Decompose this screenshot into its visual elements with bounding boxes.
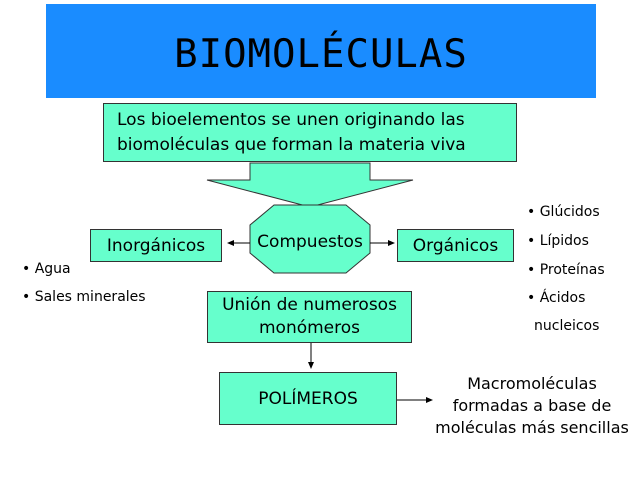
macro-line-2: formadas a base de: [452, 396, 612, 415]
organicos-label: Orgánicos: [412, 235, 499, 256]
intro-box: Los bioelementos se unen originando las …: [103, 103, 517, 162]
intro-line-2: biomoléculas que forman la materia viva: [117, 134, 466, 155]
macro-line-1: Macromoléculas: [467, 374, 597, 393]
union-box: Unión de numerosos monómeros: [207, 291, 412, 343]
compuestos-octagon: [249, 204, 371, 274]
big-down-arrow: [206, 162, 414, 208]
title-bar: [46, 4, 596, 98]
union-line-2: monómeros: [258, 318, 361, 338]
union-line-1: Unión de numerosos: [222, 295, 397, 315]
inorganicos-item: • Sales minerales: [22, 289, 146, 305]
organicos-item: • Glúcidos: [527, 204, 600, 220]
polimeros-box: POLÍMEROS: [219, 372, 397, 425]
compuestos-label: Compuestos: [257, 232, 363, 252]
organicos-box: Orgánicos: [397, 229, 514, 262]
organicos-item: • Ácidos: [527, 290, 586, 306]
inorganicos-label: Inorgánicos: [106, 235, 206, 256]
organicos-item: • Proteínas: [527, 262, 605, 278]
inorganicos-item: • Agua: [22, 261, 71, 277]
page-title: BIOMOLÉCULAS: [174, 32, 468, 77]
macromoleculas-text: Macromoléculas formadas a base de molécu…: [432, 373, 632, 439]
polimeros-label: POLÍMEROS: [258, 388, 358, 409]
inorganicos-box: Inorgánicos: [90, 229, 222, 262]
organicos-item: • Lípidos: [527, 233, 589, 249]
macro-line-3: moléculas más sencillas: [435, 418, 629, 437]
intro-line-1: Los bioelementos se unen originando las: [117, 109, 465, 130]
organicos-item: nucleicos: [534, 318, 600, 334]
